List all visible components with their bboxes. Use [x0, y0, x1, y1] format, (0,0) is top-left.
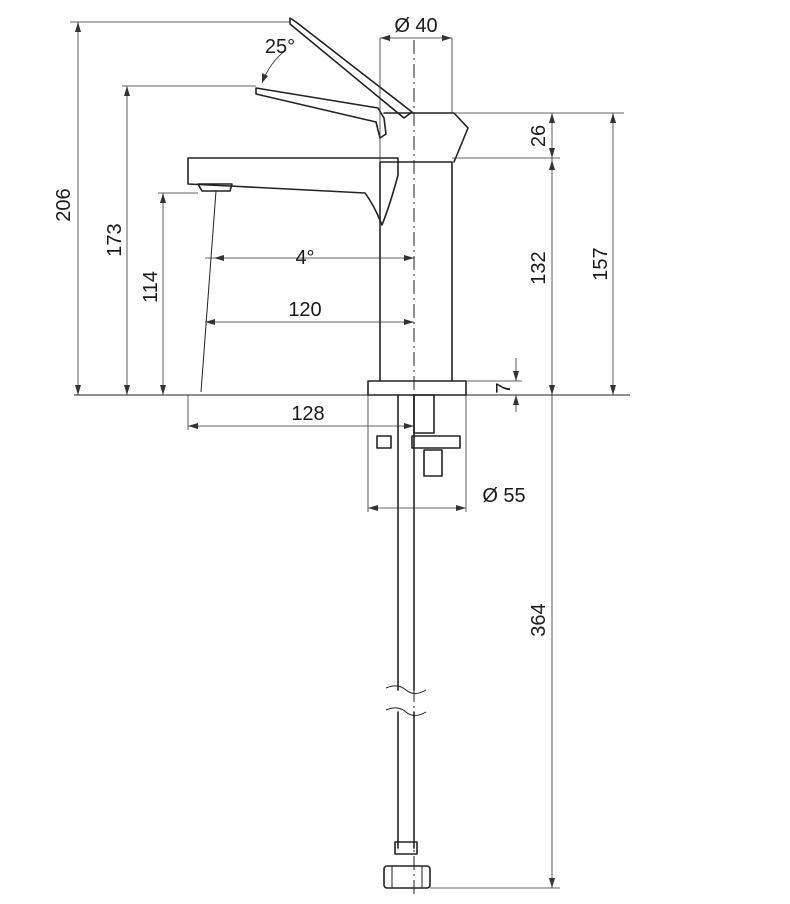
- dim-hose-length: 364: [430, 395, 560, 889]
- dim-spout-outlet-height-label: 114: [140, 271, 162, 303]
- dim-overall-reach: 128: [187, 395, 414, 430]
- tap-body-group: [74, 17, 630, 396]
- dim-base-diameter: Ø 55: [367, 395, 526, 512]
- dim-total-height: 206: [53, 21, 290, 395]
- fixing-stud: [413, 394, 435, 434]
- fixing-nut: [411, 435, 461, 449]
- dim-base-plate-label: 7: [493, 382, 515, 393]
- tap-spout: [187, 157, 399, 226]
- tap-lever-raised: [289, 17, 413, 119]
- hose-ferrule: [394, 841, 418, 855]
- dim-spout-reach: 120: [205, 299, 414, 325]
- dim-spout-angle: 4°: [200, 190, 414, 393]
- hose-connector-nut: [383, 865, 431, 889]
- dim-lever-height: 173: [104, 85, 256, 395]
- dim-total-height-label: 206: [53, 188, 75, 221]
- dim-lever-top: 26: [452, 112, 560, 159]
- dim-base-plate: 7: [466, 358, 522, 412]
- under-counter-fittings: [376, 394, 461, 889]
- dim-body-height: 157: [560, 112, 624, 395]
- dim-base-diameter-label: Ø 55: [482, 485, 525, 507]
- dim-lever-angle-label: 25°: [265, 36, 295, 58]
- dim-lever-top-label: 26: [528, 125, 550, 147]
- base-plate: [367, 380, 467, 396]
- dim-spout-top-height-label: 132: [528, 251, 550, 284]
- fixing-washer: [376, 435, 392, 449]
- threaded-rod: [423, 449, 443, 477]
- dim-spout-top-height: 132: [528, 158, 555, 395]
- dim-body-height-label: 157: [590, 247, 612, 280]
- tap-body-cap: [383, 112, 469, 163]
- dim-spout-angle-label: 4°: [295, 247, 314, 269]
- dim-body-diameter: Ø 40: [379, 15, 453, 162]
- dim-lever-height-label: 173: [104, 223, 126, 256]
- tap-body-column: [379, 161, 453, 382]
- dim-body-diameter-label: Ø 40: [394, 15, 437, 37]
- dim-spout-reach-label: 120: [288, 299, 321, 321]
- hose-break-mark-top: [385, 685, 427, 694]
- dim-hose-length-label: 364: [528, 603, 550, 636]
- dim-overall-reach-label: 128: [291, 403, 324, 425]
- hose-break-mark-bottom: [385, 707, 427, 716]
- flex-hose: [397, 394, 415, 849]
- dim-lever-angle: 25°: [261, 36, 295, 84]
- spout-aerator: [197, 183, 233, 192]
- tap-lever: [255, 87, 387, 139]
- dim-spout-outlet-height: 114: [140, 192, 198, 395]
